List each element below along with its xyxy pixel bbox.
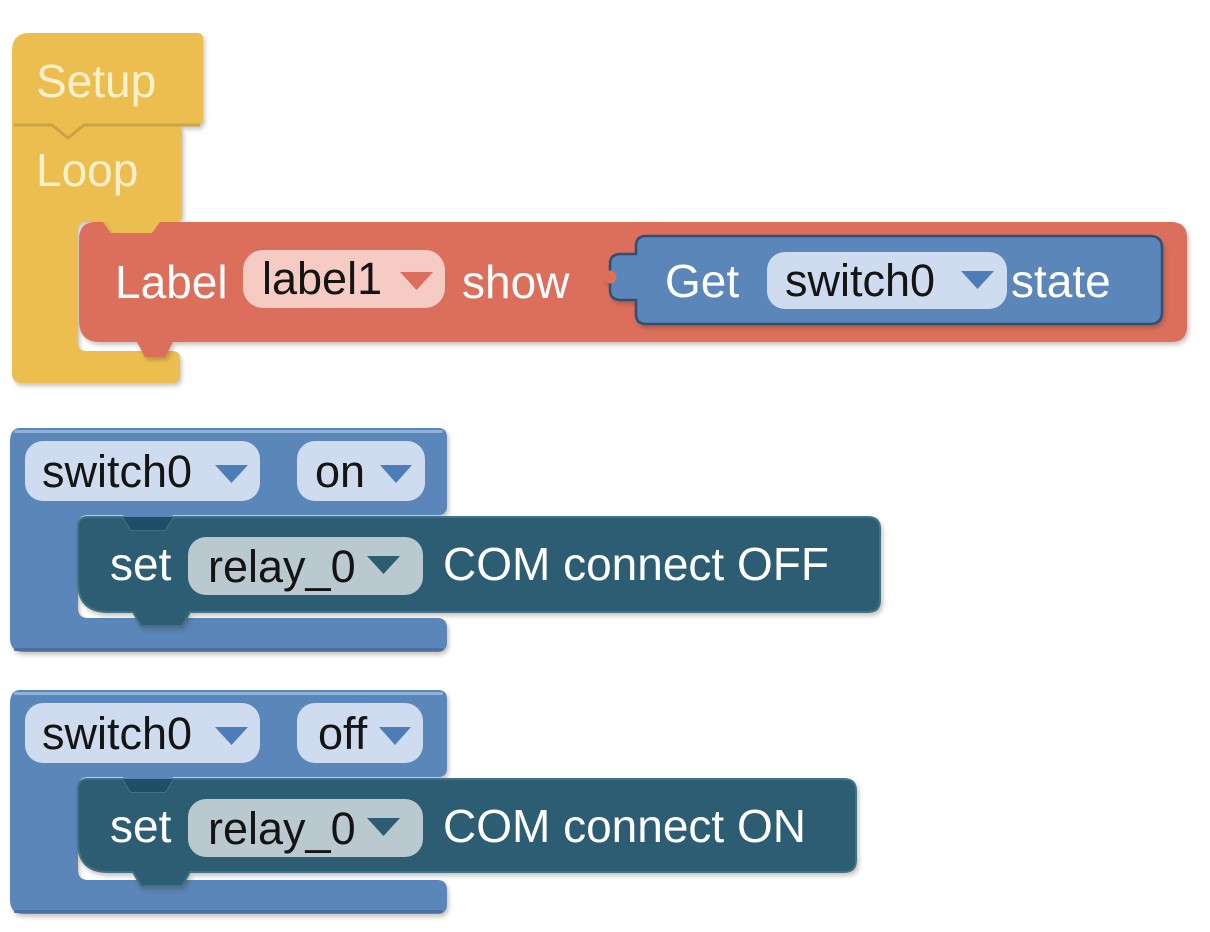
dropdown-arrow-icon [215, 727, 248, 745]
event-dropdown[interactable]: off [297, 703, 423, 763]
relay-dropdown-pill[interactable] [188, 537, 423, 595]
event-dropdown[interactable]: on [297, 441, 425, 501]
relay-dropdown-value: relay_0 [208, 541, 356, 592]
event-dropdown-value: on [315, 446, 365, 497]
com-connect-on-text: COM connect ON [443, 800, 806, 852]
switch-on-block-group: switch0 on [10, 428, 447, 652]
relay-dropdown[interactable]: relay_0 [188, 537, 423, 595]
switch-dropdown-pill[interactable] [25, 703, 260, 763]
set-relay-on-block-group: set relay_0 COM connect ON [77, 778, 857, 887]
label-dropdown-value: label1 [262, 253, 382, 304]
get-switch-dropdown-pill[interactable] [767, 252, 1007, 309]
get-switch-dropdown[interactable]: switch0 [767, 252, 1007, 309]
set-prefix-text: set [110, 538, 172, 590]
switch-off-block-group: switch0 off [10, 690, 447, 914]
dropdown-arrow-icon [379, 727, 411, 745]
switch-dropdown-value: switch0 [42, 708, 192, 759]
puzzle-tab-pinch [603, 270, 617, 284]
dropdown-arrow-icon [215, 465, 248, 483]
block-top-highlight [14, 430, 443, 433]
switch-dropdown[interactable]: switch0 [25, 703, 260, 763]
dropdown-arrow-icon [367, 818, 400, 836]
relay-dropdown[interactable]: relay_0 [188, 799, 423, 857]
switch-dropdown[interactable]: switch0 [25, 441, 260, 501]
event-dropdown-pill[interactable] [297, 703, 423, 763]
switch-dropdown-value: switch0 [42, 446, 192, 497]
setup-loop-notch-seam [14, 123, 200, 140]
setup-label: Setup [36, 55, 156, 107]
get-prefix-text: Get [665, 255, 739, 307]
event-dropdown-pill[interactable] [297, 441, 425, 501]
show-suffix-text: show [462, 256, 570, 308]
get-state-block-group: Get switch0 state [603, 234, 1164, 326]
dropdown-arrow-icon [380, 465, 412, 483]
label-dropdown[interactable]: label1 [243, 250, 445, 308]
switch-dropdown-pill[interactable] [25, 441, 260, 501]
dropdown-arrow-icon [367, 556, 400, 574]
dropdown-arrow-icon [400, 272, 433, 290]
get-switch-dropdown-value: switch0 [785, 255, 935, 306]
state-suffix-text: state [1011, 255, 1111, 307]
block-bottom-shade [14, 910, 443, 913]
dropdown-arrow-icon [961, 271, 994, 289]
com-connect-off-text: COM connect OFF [443, 538, 829, 590]
event-dropdown-value: off [318, 708, 368, 759]
block-top-highlight [14, 692, 443, 695]
setup-block[interactable] [12, 33, 203, 125]
statement-notch-shadow [123, 779, 173, 792]
loop-block[interactable] [12, 125, 182, 383]
relay-dropdown-pill[interactable] [188, 799, 423, 857]
loop-label: Loop [36, 144, 138, 196]
label-prefix-text: Label [115, 256, 228, 308]
set-prefix-text: set [110, 800, 172, 852]
label-dropdown-pill[interactable] [243, 250, 445, 308]
relay-dropdown-value: relay_0 [208, 803, 356, 854]
set-relay-off-block-group: set relay_0 COM connect OFF [77, 516, 881, 627]
setup-loop-stack: Setup Loop [12, 33, 203, 383]
block-bottom-shade [14, 648, 443, 651]
statement-notch-shadow [123, 517, 173, 530]
